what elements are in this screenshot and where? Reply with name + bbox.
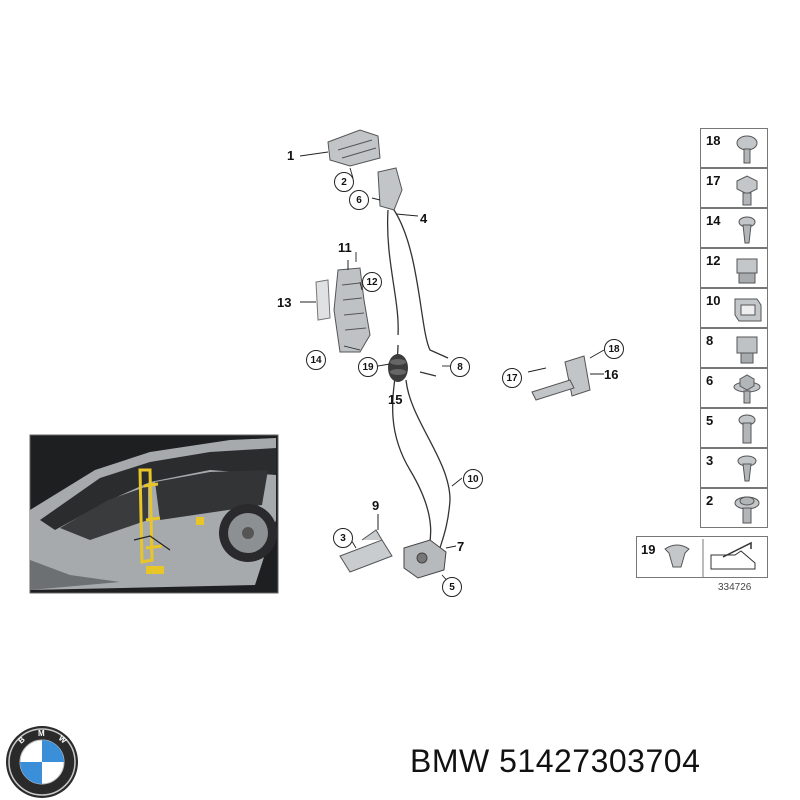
legend-item: 8 bbox=[700, 328, 768, 368]
bowden-cables bbox=[386, 209, 451, 561]
clip-nut-icon bbox=[736, 258, 758, 284]
legend-number: 6 bbox=[706, 373, 714, 388]
bolt-icon bbox=[738, 414, 756, 444]
screw-icon bbox=[738, 216, 756, 244]
callout-2: 2 bbox=[334, 172, 354, 192]
legend-item: 10 bbox=[700, 288, 768, 328]
callout-17: 17 bbox=[502, 368, 522, 388]
push-rivet-icon bbox=[664, 539, 756, 577]
hex-bolt-icon bbox=[736, 175, 758, 206]
legend-item: 3 bbox=[700, 448, 768, 488]
label-9: 9 bbox=[372, 498, 380, 513]
bmw-logo-letter-w: W bbox=[57, 734, 69, 746]
flange-bolt-icon bbox=[733, 374, 761, 404]
part-7-door-latch bbox=[403, 539, 457, 579]
washer-screw-icon bbox=[734, 496, 760, 524]
part-16-door-check bbox=[527, 355, 604, 401]
part-number-caption: BMW 51427303704 bbox=[410, 743, 701, 779]
label-4: 4 bbox=[420, 211, 428, 226]
legend-number: 17 bbox=[706, 173, 721, 188]
legend-item: 6 bbox=[700, 368, 768, 408]
legend-item: 12 bbox=[700, 248, 768, 288]
legend-number: 14 bbox=[706, 213, 721, 228]
part-15-grommet bbox=[388, 354, 408, 382]
callout-3: 3 bbox=[333, 528, 353, 548]
part-13-cover bbox=[300, 279, 331, 321]
diagram-code: 334726 bbox=[718, 582, 752, 593]
callout-19: 19 bbox=[358, 357, 378, 377]
callout-5: 5 bbox=[442, 577, 462, 597]
callout-10: 10 bbox=[463, 469, 483, 489]
legend-number: 3 bbox=[706, 453, 714, 468]
label-7: 7 bbox=[457, 539, 465, 554]
square-nut-icon bbox=[736, 336, 758, 364]
part-9-striker bbox=[339, 514, 393, 573]
label-16: 16 bbox=[604, 367, 619, 382]
legend-number: 19 bbox=[641, 542, 656, 557]
bmw-logo: B M W bbox=[6, 726, 78, 798]
legend-item-wide: 19 bbox=[636, 536, 768, 578]
legend-item: 2 bbox=[700, 488, 768, 528]
countersunk-screw-icon bbox=[737, 455, 757, 482]
callout-8: 8 bbox=[450, 357, 470, 377]
legend-item: 18 bbox=[700, 128, 768, 168]
label-13: 13 bbox=[277, 295, 292, 310]
label-11: 11 bbox=[338, 240, 352, 255]
part-6-actuator bbox=[371, 167, 403, 211]
callout-12: 12 bbox=[362, 272, 382, 292]
leader-lines bbox=[343, 167, 605, 587]
callout-6: 6 bbox=[349, 190, 369, 210]
car-inset-photo bbox=[29, 434, 279, 594]
legend-number: 2 bbox=[706, 493, 714, 508]
part-1-handle-bracket bbox=[299, 129, 381, 167]
label-1: 1 bbox=[287, 148, 295, 163]
legend-item: 5 bbox=[700, 408, 768, 448]
legend-number: 18 bbox=[706, 133, 721, 148]
legend-item: 17 bbox=[700, 168, 768, 208]
legend-number: 8 bbox=[706, 333, 714, 348]
bmw-logo-letter-m: M bbox=[38, 729, 45, 738]
legend-item: 14 bbox=[700, 208, 768, 248]
clip-icon bbox=[734, 298, 762, 322]
part-11-lock-housing bbox=[333, 260, 371, 353]
bmw-logo-letter-b: B bbox=[17, 735, 27, 746]
legend-number: 12 bbox=[706, 253, 721, 268]
callout-14: 14 bbox=[306, 350, 326, 370]
callout-18: 18 bbox=[604, 339, 624, 359]
legend-number: 10 bbox=[706, 293, 721, 308]
legend-number: 5 bbox=[706, 413, 714, 428]
label-15: 15 bbox=[388, 392, 403, 407]
torx-screw-icon bbox=[736, 135, 758, 164]
